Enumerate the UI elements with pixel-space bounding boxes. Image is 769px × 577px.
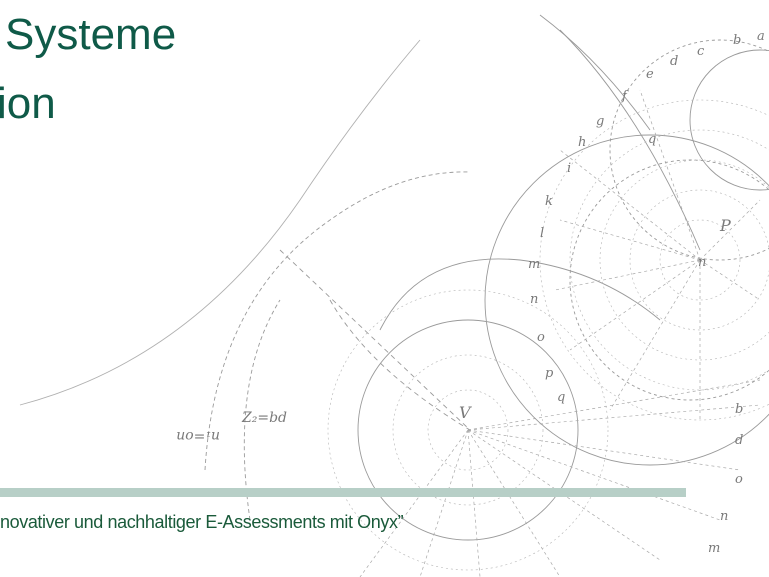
scale-letter: h bbox=[578, 135, 586, 150]
scale-letter: o bbox=[735, 472, 743, 487]
scale-letter: a bbox=[757, 29, 765, 44]
scale-letter: b bbox=[733, 33, 741, 48]
scale-letter: d bbox=[735, 433, 743, 448]
scale-letter: b bbox=[735, 402, 743, 417]
scale-letter: d bbox=[670, 54, 678, 69]
scale-letter: e bbox=[646, 67, 654, 82]
slide-title-line-2: ion bbox=[0, 79, 56, 128]
scale-letter: n bbox=[698, 255, 706, 270]
title-divider-bar bbox=[0, 488, 686, 497]
slide-subtitle: novativer und nachhaltiger E-Assessments… bbox=[0, 512, 404, 532]
scale-letter: o bbox=[537, 330, 545, 345]
scale-letter: f bbox=[621, 89, 629, 104]
scale-letter: q bbox=[557, 390, 565, 405]
scale-letter: n bbox=[720, 509, 728, 524]
vertex-label: V bbox=[459, 403, 472, 422]
slide-title-line-1: Systeme bbox=[5, 10, 177, 59]
scale-letter: m bbox=[708, 541, 720, 556]
scale-letter: k bbox=[545, 194, 553, 209]
point-label: P bbox=[719, 216, 731, 235]
formula-label-mirrored: n₁=on bbox=[176, 428, 220, 444]
formula-label: Z₂=bd bbox=[241, 410, 287, 426]
scale-letter: g bbox=[596, 114, 604, 129]
scale-letter: l bbox=[540, 226, 544, 241]
scale-letter: c bbox=[697, 44, 705, 59]
scale-letter: i bbox=[567, 161, 571, 176]
scale-letter: p bbox=[545, 366, 554, 381]
scale-letter: m bbox=[528, 257, 540, 272]
scale-letter: n bbox=[530, 292, 538, 307]
scale-letter: q bbox=[648, 132, 656, 147]
